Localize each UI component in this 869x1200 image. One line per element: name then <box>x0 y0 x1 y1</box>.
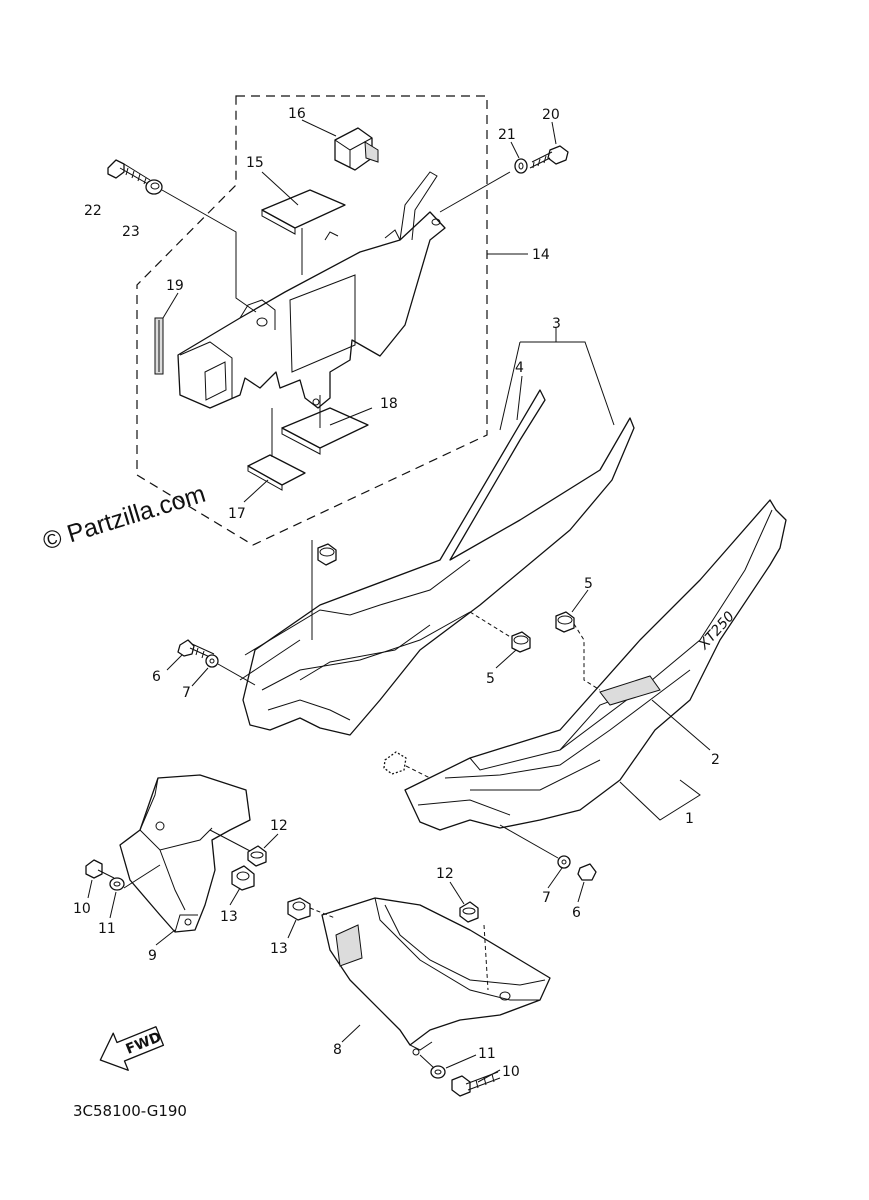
callout-6-right: 6 <box>572 905 581 921</box>
leader-19 <box>162 292 179 319</box>
leader-bolt-20-path <box>439 171 511 213</box>
callout-19: 19 <box>166 278 184 294</box>
callout-21: 21 <box>498 127 516 143</box>
callout-11-right: 11 <box>478 1046 496 1062</box>
callout-15: 15 <box>246 155 264 171</box>
grommet-part-5-right <box>555 611 575 633</box>
callout-12-right: 12 <box>436 866 454 882</box>
leader-3 <box>520 341 615 426</box>
leader-4 <box>516 375 523 421</box>
washer-part-7-left <box>205 654 219 668</box>
callout-12-left: 12 <box>270 818 288 834</box>
callout-18: 18 <box>380 396 398 412</box>
leader-12-left <box>263 833 279 849</box>
callout-5-left: 5 <box>486 671 495 687</box>
strip-part-19 <box>154 317 164 375</box>
leader-21 <box>510 141 520 159</box>
leader-10-left <box>87 879 93 899</box>
callout-10-right: 10 <box>502 1064 520 1080</box>
relay-part-16 <box>334 127 379 171</box>
washer-part-21 <box>514 158 528 174</box>
callout-7-right: 7 <box>542 890 551 906</box>
leader-5-right <box>571 589 589 613</box>
leader-7-left <box>191 667 209 687</box>
callout-20: 20 <box>542 107 560 123</box>
leader-6-left <box>166 654 183 671</box>
callout-7-left: 7 <box>182 685 191 701</box>
leader-9 <box>155 929 176 946</box>
callout-2: 2 <box>711 752 720 768</box>
callout-17: 17 <box>228 506 246 522</box>
grommet-fixture-right <box>383 751 407 775</box>
bolt-part-6-left <box>177 639 215 659</box>
leader-11-right <box>445 1054 477 1069</box>
grommet-part-5-mid <box>511 631 531 653</box>
side-cover-right-part-1 <box>404 499 787 831</box>
callout-10-left: 10 <box>73 901 91 917</box>
leader-18 <box>329 407 373 426</box>
callout-11-left: 11 <box>98 921 116 937</box>
pad-part-18 <box>281 407 369 449</box>
washer-part-23 <box>145 179 163 195</box>
leader-16 <box>301 119 337 137</box>
callout-16: 16 <box>288 106 306 122</box>
bolt-part-20 <box>529 145 569 169</box>
grommet-part-5-upper <box>317 543 337 566</box>
callout-3: 3 <box>552 316 561 332</box>
leader-6-right <box>577 881 585 903</box>
washer-part-11-left <box>109 877 125 891</box>
callout-4: 4 <box>515 360 524 376</box>
leader-bolt-22-path <box>161 189 257 313</box>
leader-10-right <box>477 1069 501 1083</box>
bolt-part-6-right <box>577 863 597 881</box>
bolt-part-22 <box>107 159 151 185</box>
callout-14: 14 <box>532 247 550 263</box>
leader-1 <box>619 779 701 821</box>
grommet-part-12-left <box>247 845 267 867</box>
battery-box-group-outline <box>136 95 488 546</box>
bolt-part-10-left <box>85 859 115 879</box>
pad-part-17 <box>247 454 306 486</box>
callout-9: 9 <box>148 948 157 964</box>
battery-box <box>177 171 446 409</box>
callout-1: 1 <box>685 811 694 827</box>
cover-part-8 <box>321 897 551 1056</box>
grommet-part-13-left <box>231 865 255 891</box>
leader-17 <box>243 479 269 503</box>
side-cover-left-part-4 <box>239 389 635 736</box>
leader-11-left <box>109 891 117 919</box>
leader-12-right <box>449 881 465 905</box>
callout-23: 23 <box>122 224 140 240</box>
leader-20 <box>551 121 557 145</box>
leader-13-left <box>229 887 241 906</box>
callout-13-right: 13 <box>270 941 288 957</box>
washer-part-7-right <box>557 855 571 869</box>
callout-13-left: 13 <box>220 909 238 925</box>
grommet-part-12-right <box>459 901 479 923</box>
cover-part-9 <box>119 774 251 933</box>
fwd-arrow-icon: FWD <box>99 1026 165 1071</box>
leader-8 <box>341 1024 361 1043</box>
callout-5-right: 5 <box>584 576 593 592</box>
callout-22: 22 <box>84 203 102 219</box>
leader-15 <box>261 171 299 206</box>
bolt-part-10-right <box>451 1071 501 1097</box>
leader-7-right <box>547 867 563 889</box>
callout-6-left: 6 <box>152 669 161 685</box>
partzilla-watermark: © Partzilla.com <box>40 480 209 556</box>
washer-part-11-right <box>430 1065 446 1079</box>
grommet-part-13-right <box>287 897 311 921</box>
leader-2 <box>651 699 711 751</box>
leader-13-right <box>287 919 297 939</box>
diagram-code: 3C58100-G190 <box>73 1102 187 1120</box>
callout-8: 8 <box>333 1042 342 1058</box>
